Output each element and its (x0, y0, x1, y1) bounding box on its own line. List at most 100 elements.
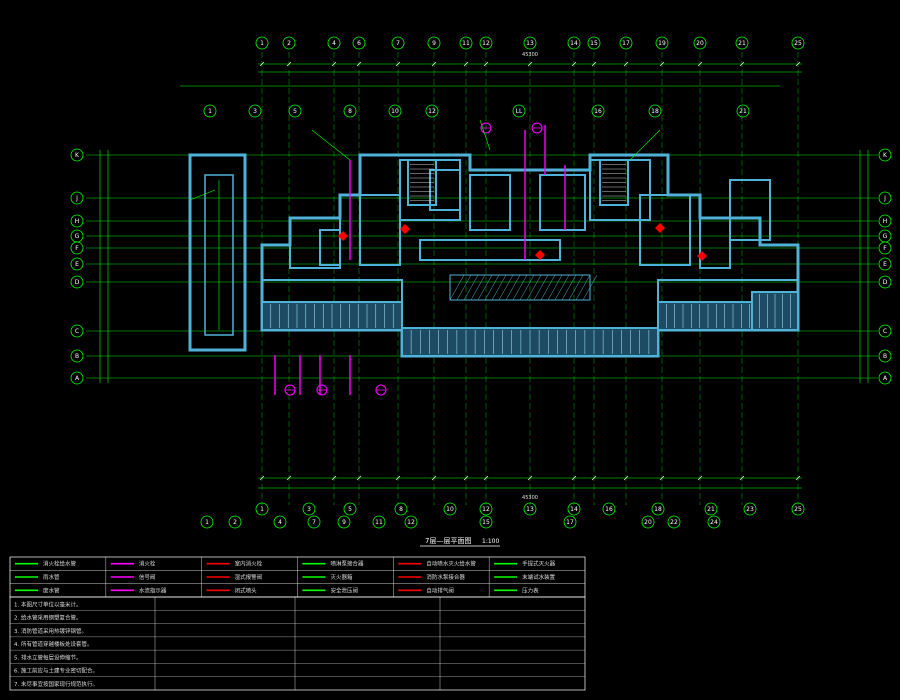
axis-bottom-outer-7-label: 7 (312, 519, 316, 526)
axis-top-25-label: 25 (794, 40, 802, 47)
drawing-title: 7层—层平面图 (425, 537, 471, 545)
dim-tick (739, 61, 745, 67)
hatch-line (477, 274, 493, 301)
balcony-far-right (751, 291, 799, 331)
axis-bottom-outer-1-label: 1 (205, 519, 209, 526)
axis-bottom-3-label: 3 (307, 506, 311, 513)
overall-dim-top: 45300 (522, 52, 538, 58)
axis-right-K-label: K (883, 152, 888, 159)
fire-hydrant-icon (697, 251, 707, 261)
axis-left-J (70, 191, 84, 205)
axis-left-K (70, 148, 84, 162)
overall-dim-bottom: 45300 (522, 495, 538, 501)
fire-hydrant-icon (535, 250, 545, 260)
hatch-line (526, 274, 542, 301)
dim-tick (697, 61, 703, 67)
axis-bottom-5 (343, 502, 357, 516)
axis-top-6 (352, 36, 366, 50)
axis-left-H-label: H (75, 218, 80, 225)
axis-top-inner-1-label: 1 (208, 108, 212, 115)
axis-bottom-outer-12-label: 12 (407, 519, 415, 526)
floor-plan (188, 119, 800, 396)
dim-tick (356, 61, 362, 67)
axis-right-H-label: H (883, 218, 888, 225)
balcony-left (261, 301, 403, 331)
legend-label-0-2: 室内消火栓 (235, 560, 263, 568)
axis-top-14-label: 14 (570, 40, 578, 47)
dim-tick (395, 61, 401, 67)
axis-top-4-label: 4 (332, 40, 336, 47)
room-wall (319, 229, 341, 266)
axis-top-inner-12-label: 12 (428, 108, 436, 115)
axis-right-B (878, 349, 892, 363)
dim-tick (795, 475, 801, 481)
axis-bottom-1-label: 1 (260, 506, 264, 513)
axis-right-C (878, 324, 892, 338)
axis-top-inner-10 (388, 104, 402, 118)
legend-table: 消火栓给水管消火栓室内消火栓喷淋泵接合器自动喷水灭火给水管手提式灭火器雨水管信号… (9, 556, 586, 598)
dim-tick (259, 475, 265, 481)
room-wall (699, 217, 731, 269)
axis-left-C (70, 324, 84, 338)
notes-line-1: 2. 给水管采用钢塑复合管。 (14, 614, 82, 622)
hatch-line (512, 274, 528, 301)
axis-right-A-label: A (883, 375, 888, 382)
axis-bottom-10 (443, 502, 457, 516)
axis-bottom-8-label: 8 (399, 506, 403, 513)
axis-right-E-label: E (883, 261, 887, 268)
axis-top-12 (479, 36, 493, 50)
axis-bottom-outer-7 (307, 515, 321, 529)
axis-right-A (878, 371, 892, 385)
axis-top-19 (655, 36, 669, 50)
axis-right-B-label: B (883, 353, 887, 360)
axis-top-2-label: 2 (287, 40, 291, 47)
axis-left-B (70, 349, 84, 363)
drawing-scale: 1:100 (482, 538, 499, 545)
legend-label-2-5: 压力表 (522, 586, 539, 594)
dim-tick (697, 475, 703, 481)
axis-bottom-8 (394, 502, 408, 516)
dim-tick (463, 61, 469, 67)
dim-tick (483, 475, 489, 481)
axis-bottom-outer-22 (667, 515, 681, 529)
axis-bottom-13 (523, 502, 537, 516)
hatch-line (470, 274, 486, 301)
dim-tick (591, 475, 597, 481)
hatch-line (463, 274, 479, 301)
hatch-line (568, 274, 584, 301)
axis-bottom-3 (302, 502, 316, 516)
axis-top-11-label: 11 (462, 40, 470, 47)
axis-top-1-label: 1 (260, 40, 264, 47)
axis-top-21-label: 21 (738, 40, 746, 47)
axis-left-B-label: B (75, 353, 79, 360)
axis-top-14 (567, 36, 581, 50)
axis-bottom-outer-4-label: 4 (278, 519, 282, 526)
legend-label-1-2: 湿式报警阀 (235, 573, 263, 581)
dim-tick (483, 61, 489, 67)
dim-tick (527, 61, 533, 67)
axis-bottom-12 (479, 502, 493, 516)
notes-border (9, 596, 586, 691)
axis-bottom-outer-22-label: 22 (670, 519, 678, 526)
hatch-line (456, 274, 472, 301)
axis-top-inner-5 (288, 104, 302, 118)
axis-top-13-label: 13 (526, 40, 534, 47)
legend-label-2-2: 闭式喷头 (235, 586, 258, 594)
fire-hydrant-icon (655, 223, 665, 233)
left-annex-wall (188, 153, 247, 352)
axis-top-inner-21-label: 21 (739, 108, 747, 115)
axis-bottom-outer-17-label: 17 (566, 519, 574, 526)
dim-tick (331, 475, 337, 481)
axis-right-F-label: F (883, 245, 887, 252)
axis-bottom-14-label: 14 (570, 506, 578, 513)
axis-top-25 (791, 36, 805, 50)
dim-tick (527, 475, 533, 481)
notes-table: 1. 本图尺寸单位以毫米计。2. 给水管采用钢塑复合管。3. 消防管道采用热镀锌… (9, 596, 586, 691)
dim-tick (286, 61, 292, 67)
fire-hydrant-icon (338, 231, 348, 241)
axis-bottom-23 (743, 502, 757, 516)
legend-label-1-1: 信号阀 (139, 573, 156, 581)
axis-top-inner-18 (648, 104, 662, 118)
